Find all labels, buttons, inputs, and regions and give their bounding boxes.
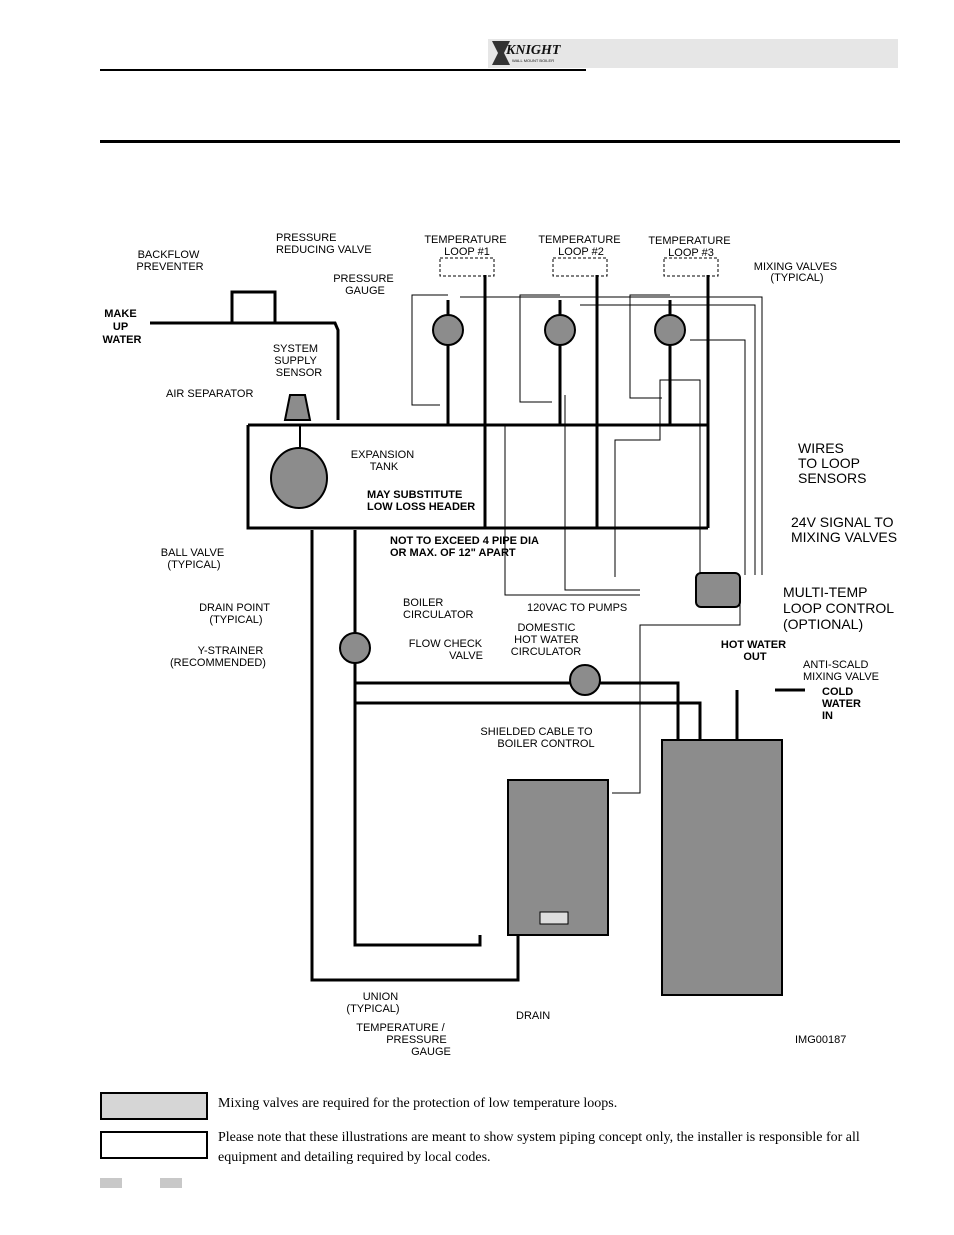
expansion-tank	[270, 425, 328, 509]
loop-pumps	[339, 314, 686, 696]
boiler-circulator-label: BOILER CIRCULATOR	[403, 597, 474, 621]
signal-label: 24V SIGNAL TO MIXING VALVES	[791, 514, 897, 545]
temp-pressure-gauge-label: TEMPERATURE / PRESSURE GAUGE	[356, 1022, 451, 1058]
multi-temp-loop-control	[695, 572, 741, 608]
expansion-tank-label: EXPANSION TANK	[351, 449, 417, 473]
ball-valve-label: BALL VALVE (TYPICAL)	[161, 547, 227, 571]
knight-logo: KNIGHT WALL MOUNT BOILER	[492, 41, 562, 65]
pressure-gauge-label: PRESSURE GAUGE	[333, 273, 397, 297]
flow-check-valve-label: FLOW CHECK VALVE	[409, 638, 485, 662]
loop1-label: TEMPERATURE LOOP #1	[424, 234, 509, 258]
note-box-shaded	[100, 1092, 208, 1120]
control-wiring	[411, 294, 763, 794]
note-installer-responsibility: Please note that these illustrations are…	[218, 1130, 860, 1165]
loop3-label: TEMPERATURE LOOP #3	[648, 235, 733, 259]
footer-marker-right	[160, 1178, 182, 1188]
multitemp-label: MULTI-TEMP LOOP CONTROL (OPTIONAL)	[783, 584, 897, 632]
loop2-label: TEMPERATURE LOOP #2	[538, 234, 623, 258]
mixing-valves-label: MIXING VALVES (TYPICAL)	[754, 261, 840, 284]
drain-point-label: DRAIN POINT (TYPICAL)	[199, 602, 273, 626]
cold-water-in-label: COLD WATER IN	[822, 686, 864, 722]
pressure-reducing-valve-label: PRESSURE REDUCING VALVE	[276, 232, 372, 256]
may-substitute-label: MAY SUBSTITUTE LOW LOSS HEADER	[367, 489, 475, 513]
boiler	[507, 779, 609, 936]
section-rule	[100, 140, 900, 143]
vac-to-pumps-label: 120VAC TO PUMPS	[527, 602, 627, 614]
wires-label: WIRES TO LOOP SENSORS	[798, 440, 866, 486]
union-label: UNION (TYPICAL)	[346, 991, 401, 1015]
header-rule	[100, 69, 586, 71]
drain-label: DRAIN	[516, 1010, 550, 1022]
svg-text:WALL MOUNT BOILER: WALL MOUNT BOILER	[512, 58, 554, 63]
air-separator-label: AIR SEPARATOR	[166, 388, 253, 400]
svg-text:KNIGHT: KNIGHT	[505, 43, 562, 58]
hot-water-out-label: HOT WATER OUT	[721, 639, 789, 663]
indirect-water-heater	[661, 739, 783, 996]
footer-marker-left	[100, 1178, 122, 1188]
make-up-water-label: MAKE UP WATER	[103, 308, 142, 346]
loop-sensor-boxes	[439, 257, 719, 277]
shielded-cable-label: SHIELDED CABLE TO BOILER CONTROL	[480, 726, 595, 750]
header-bar	[488, 39, 898, 68]
note-box-plain	[100, 1131, 208, 1159]
backflow-preventer-label: BACKFLOW PREVENTER	[136, 249, 203, 273]
system-supply-sensor-label: SYSTEM SUPPLY SENSOR	[273, 343, 322, 379]
domestic-hot-water-circulator-label: DOMESTIC HOT WATER CIRCULATOR	[511, 622, 582, 658]
y-strainer-label: Y-STRAINER (RECOMMENDED)	[170, 645, 266, 669]
air-separator	[283, 394, 312, 421]
note-mixing-valves: Mixing valves are required for the prote…	[218, 1096, 618, 1111]
image-id-label: IMG00187	[795, 1034, 846, 1046]
anti-scald-label: ANTI-SCALD MIXING VALVE	[803, 659, 879, 683]
not-to-exceed-label: NOT TO EXCEED 4 PIPE DIA OR MAX. OF 12" …	[390, 535, 542, 559]
